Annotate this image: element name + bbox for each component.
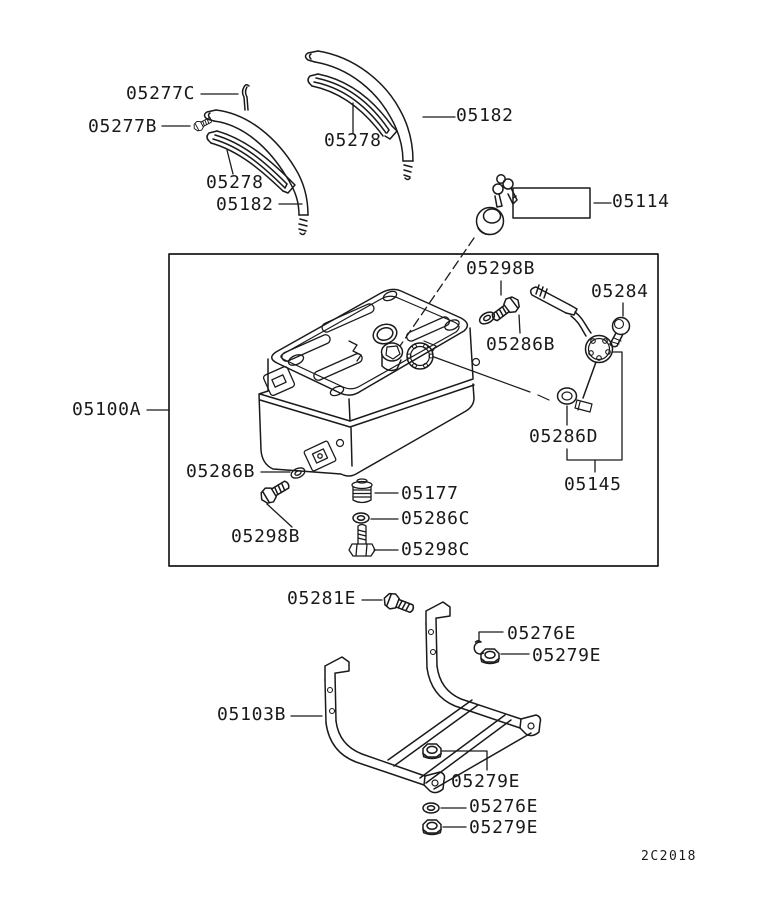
fuel-tank-art [258, 288, 550, 477]
part-label-bolt-left: 05298B [231, 526, 301, 547]
tank-hardware-art [256, 292, 524, 557]
part-label-nut-lower: 05279E [469, 817, 539, 838]
drawing-code: 2C2018 [641, 849, 697, 864]
fuel-gauge-unit-art [529, 284, 631, 413]
part-label-inner-band-left: 05278 [206, 172, 264, 193]
part-label-sender-gasket: 05286D [529, 426, 599, 447]
part-label-nut-middle: 05279E [451, 771, 521, 792]
frame-hardware-art [380, 589, 500, 836]
part-label-sender-screw: 05284 [591, 281, 649, 302]
part-label-tank-frame: 05103B [217, 704, 287, 725]
part-label-frame-bolt: 05281E [287, 588, 357, 609]
strap-right-art [304, 50, 414, 181]
part-label-washer-left: 05286B [186, 461, 256, 482]
part-label-strap-bolt: 05277B [88, 116, 158, 137]
part-label-bolt-top: 05298B [466, 258, 536, 279]
part-label-strap-pin: 05277C [126, 83, 196, 104]
tank-frame-art [324, 601, 542, 794]
leader-lines [146, 93, 624, 828]
part-label-fuel-cap-lock: 05114 [612, 191, 670, 212]
part-label-nut-upper: 05279E [532, 645, 602, 666]
part-label-tank-assembly: 05100A [72, 399, 142, 420]
part-label-washer-lower: 05276E [469, 796, 539, 817]
strap-left-art [191, 83, 309, 236]
part-label-inner-band-right: 05278 [324, 130, 382, 151]
cap-group-bracket [512, 187, 591, 219]
part-label-outer-band-left: 05182 [216, 194, 274, 215]
part-label-fitting-bolt: 05298C [401, 539, 471, 560]
fuel-cap-keys-art [399, 174, 591, 347]
part-label-clip-upper: 05276E [507, 623, 577, 644]
part-label-fitting-washer: 05286C [401, 508, 471, 529]
part-label-washer-top: 05286B [486, 334, 556, 355]
main-assembly-box [168, 253, 659, 567]
part-label-outer-band-right: 05182 [456, 105, 514, 126]
part-label-vent-fitting: 05177 [401, 483, 459, 504]
part-label-fuel-gauge-unit: 05145 [564, 474, 622, 495]
